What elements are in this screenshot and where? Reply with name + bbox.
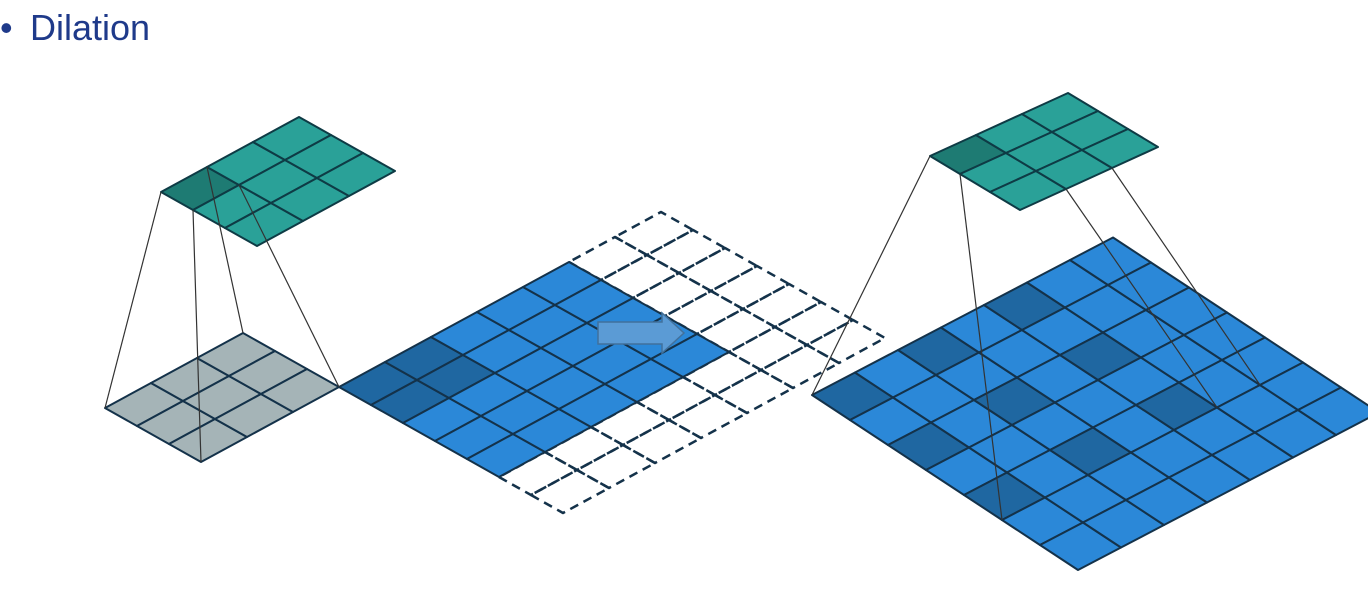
slide-title: • Dilation (0, 4, 150, 52)
dashed-padding-cell (773, 300, 855, 347)
projection-line (206, 166, 244, 334)
dashed-padding-cell (599, 253, 681, 300)
kernel-cell (316, 152, 396, 197)
dashed-padding-cell (575, 443, 657, 490)
input-cell (1297, 386, 1368, 436)
title-text: Dilation (30, 7, 151, 48)
input-cell (650, 333, 730, 378)
dashed-padding-cell (713, 368, 795, 415)
projection-line (238, 184, 340, 388)
left-input-layer (104, 210, 887, 515)
dashed-padding-cell (741, 282, 823, 329)
right-diagram (811, 92, 1368, 571)
dashed-padding-cell (567, 235, 649, 282)
right-input-layer (811, 236, 1368, 571)
kernel-cell (1081, 128, 1159, 169)
projection-line (811, 155, 931, 396)
dashed-padding-cell (621, 418, 703, 465)
dashed-padding-cell (529, 468, 611, 515)
dashed-padding-cell (759, 343, 841, 390)
dashed-padding-cell (667, 393, 749, 440)
projection-line (104, 191, 162, 409)
right-arrow-icon (597, 311, 686, 355)
right-kernel-layer (929, 92, 1159, 211)
bullet-glyph: • (0, 7, 13, 48)
left-projection-lines (104, 166, 340, 463)
projection-line (192, 209, 202, 463)
projection-line (1065, 188, 1218, 408)
dashed-padding-cell (631, 271, 713, 318)
left-kernel-layer (160, 116, 396, 247)
transition-arrow (597, 311, 686, 355)
right-projection-lines (811, 155, 1261, 521)
dashed-padding-cell (695, 307, 777, 354)
projection-line (959, 173, 1003, 521)
dashed-padding-cell (805, 318, 887, 365)
dashed-padding-cell (663, 289, 745, 336)
projection-line (1111, 167, 1261, 386)
dashed-padding-cell (727, 325, 809, 372)
dashed-padding-cell (645, 228, 727, 275)
dashed-padding-cell (709, 264, 791, 311)
dashed-padding-cell (677, 246, 759, 293)
left-diagram (104, 116, 887, 515)
dashed-padding-cell (613, 210, 695, 257)
